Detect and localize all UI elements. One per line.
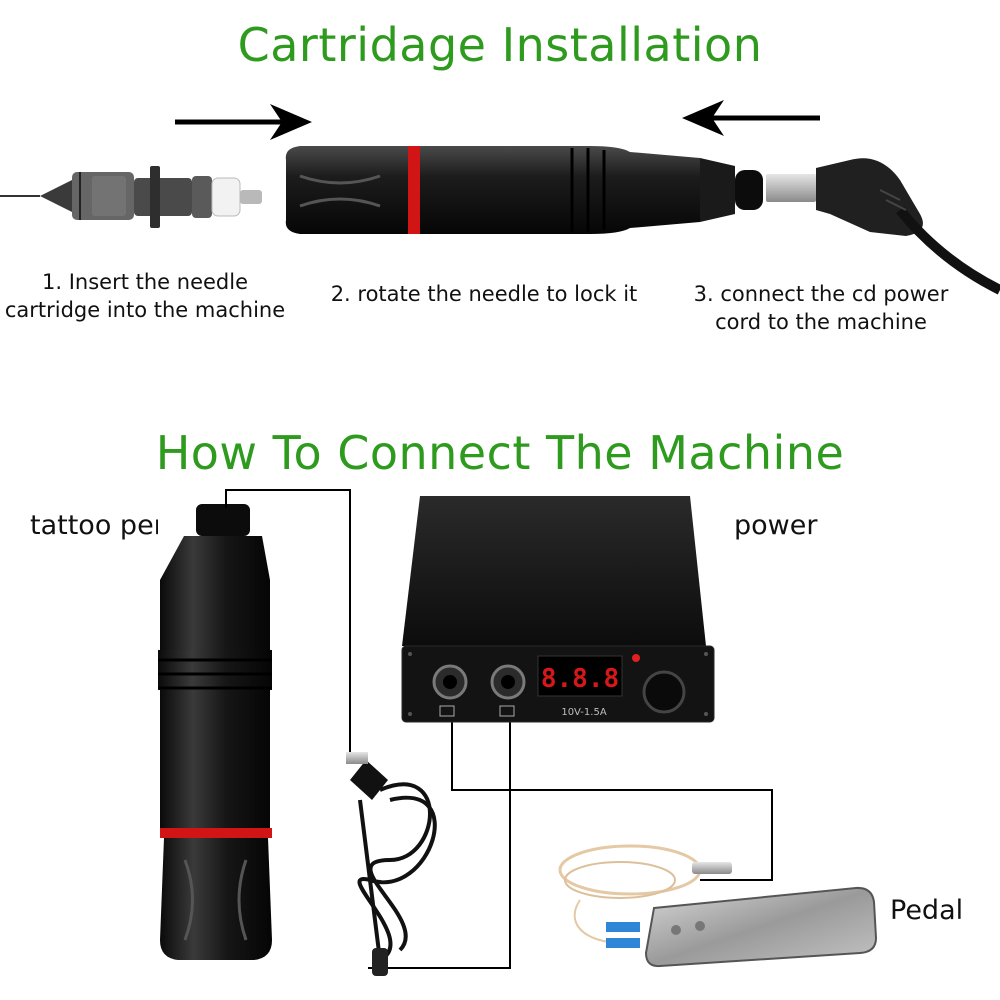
step-2-line-1: 2. rotate the needle to lock it [330, 282, 638, 306]
step-3-caption: 3. connect the cd power cord to the mach… [686, 280, 956, 336]
tattoo-pen-label: tattoo pen [30, 510, 158, 541]
step-3-line-2: cord to the machine [715, 310, 927, 334]
pedal-label: Pedal [890, 895, 964, 926]
power-led [632, 654, 640, 662]
installation-title: Cartridage Installation [237, 18, 763, 72]
tattoo-pen-horizontal [285, 146, 763, 234]
step-1-line-1: 1. Insert the needle [42, 270, 248, 294]
needle-cartridge [0, 166, 262, 228]
step-2-caption: 2. rotate the needle to lock it [318, 280, 650, 308]
arrow-right-icon [175, 104, 312, 140]
power-display: 8.8.8 [541, 664, 619, 694]
foot-pedal [558, 844, 878, 968]
power-supply-unit: 8.8.8 10V-1.5A [401, 496, 715, 723]
power-rating: 10V-1.5A [561, 707, 606, 718]
arrow-left-icon [682, 100, 820, 136]
step-3-line-1: 3. connect the cd power [693, 282, 949, 306]
step-1-line-2: cartridge into the machine [4, 298, 286, 322]
power-label: power [734, 510, 818, 541]
dc-power-plug [766, 158, 1000, 295]
connection-lines [225, 489, 773, 969]
clip-cord [346, 752, 437, 976]
voltage-knob [642, 670, 686, 714]
connect-title: How To Connect The Machine [155, 426, 845, 480]
step-1-caption: 1. Insert the needle cartridge into the … [0, 268, 290, 324]
tattoo-pen-vertical [158, 504, 272, 960]
